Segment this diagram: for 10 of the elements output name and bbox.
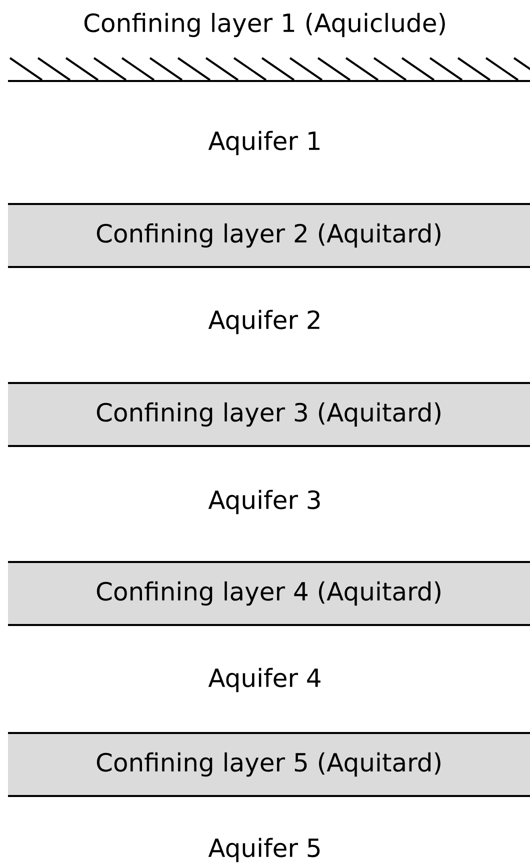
layer-label: Aquifer 2	[208, 310, 320, 334]
layer-label: Aquifer 3	[208, 490, 320, 514]
layer-label: Aquifer 1	[208, 130, 320, 156]
aquitard-band: Confining layer 4 (Aquitard)	[7, 561, 530, 626]
layer-label: Aquifer 4	[208, 668, 320, 692]
aquitard-band: Confining layer 5 (Aquitard)	[7, 732, 530, 797]
layer-label: Aquifer 5	[208, 838, 320, 862]
aquitard-band: Confining layer 3 (Aquitard)	[7, 382, 530, 447]
layer-label: Confining layer 1 (Aquiclude)	[84, 12, 445, 38]
aquitard-band: Confining layer 2 (Aquitard)	[7, 203, 530, 268]
